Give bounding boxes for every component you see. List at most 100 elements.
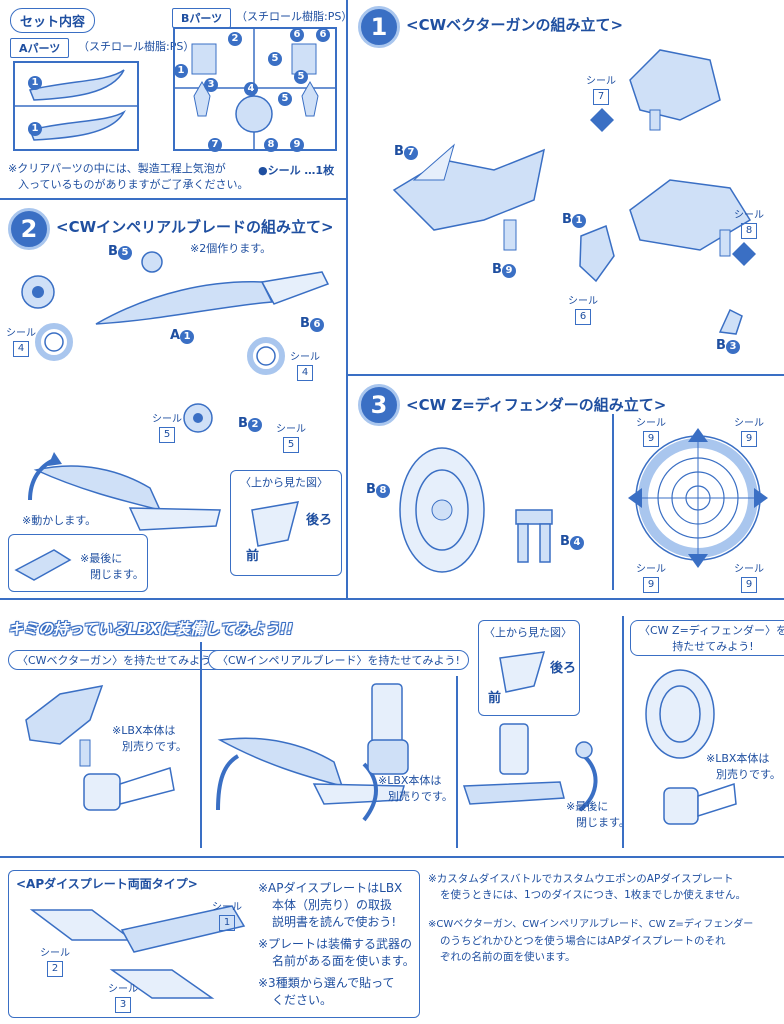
equip-defender-pill: 〈CW Z=ディフェンダー〉を 持たせてみよう!	[630, 620, 784, 656]
step1-part-b3-illustration	[718, 308, 743, 335]
step3-number: 3	[358, 384, 400, 426]
step3-shield-front-illustration	[628, 428, 768, 568]
step1-label-b1-text: B	[562, 212, 572, 227]
step3-part-b4-illustration	[515, 509, 553, 563]
equip-defender-pill-line1: 〈CW Z=ディフェンダー〉を	[639, 624, 784, 637]
b-runner-number-3: 3	[204, 78, 218, 92]
step2-seal-5-left-num: 5	[159, 427, 175, 443]
a-runner-number-1: 1	[28, 76, 42, 90]
step2-seal-4-left-label: シール	[6, 328, 36, 339]
step3-inner-divider	[612, 414, 614, 590]
ap-note3-line2: ください。	[272, 993, 333, 1007]
step3-seal-9-bl-label: シール	[636, 564, 666, 575]
ap-right-note1-line1: ※カスタムダイスバトルでカスタムウエポンのAPダイスプレート	[428, 873, 734, 885]
equip-divider-2	[456, 676, 458, 848]
step2-seal-5-right: シール 5	[276, 420, 306, 453]
ap-note3-line1: ※3種類から選んで貼って	[258, 976, 395, 990]
equip-top-view-illustration	[499, 651, 546, 693]
step2-moves-note: ※動かします。	[22, 514, 97, 527]
step3-label-b4-text: B	[560, 534, 570, 549]
step2-label-b5-num: 5	[117, 246, 132, 260]
equip-blade-sold-line2: 別売りです。	[388, 790, 453, 803]
ap-right-note2-line2: のうちどれかひとつを使う場合にはAPダイスプレートのそれ	[440, 935, 726, 947]
equip-vector-pill: 〈CWベクターガン〉を持たせてみよう!	[8, 650, 225, 670]
step1-assembled-gun-illustration	[629, 49, 721, 131]
equip-close-last-line2: 閉じます。	[576, 816, 630, 829]
step2-close-illustration	[14, 549, 72, 581]
step1-label-b9-num: 9	[501, 264, 516, 278]
equip-divider-1	[200, 642, 202, 848]
step3-label-b8-num: 8	[375, 484, 390, 498]
b-runner-number-5b: 5	[294, 70, 308, 84]
equip-vector-hand-illustration	[83, 767, 175, 811]
step1-label-b9-text: B	[492, 262, 502, 277]
step2-make-two: ※2個作ります。	[190, 242, 272, 255]
step2-label-b2-num: 2	[247, 418, 262, 432]
ap-seal-2-num: 2	[47, 961, 63, 977]
equip-defender-hand-illustration	[663, 782, 737, 825]
step3-seal-9-bl: シール 9	[636, 560, 666, 593]
ap-right-note2-line3: ぞれの名前の面を使います。	[440, 951, 576, 963]
step3-seal-9-tr-label: シール	[734, 418, 764, 429]
ap-seal-1-num: 1	[219, 915, 235, 931]
step2-blade-illustration	[95, 271, 330, 325]
equip-blade-pill: 〈CWインペリアルブレード〉を持たせてみよう!	[208, 650, 469, 670]
step3-seal-9-tr-num: 9	[741, 431, 757, 447]
b-runner-number-9: 9	[290, 138, 304, 152]
step2-label-b6-text: B	[300, 316, 310, 331]
step2-label-b6-num: 6	[309, 318, 324, 332]
step2-seal-5-right-label: シール	[276, 424, 306, 435]
step2-label-b2-text: B	[238, 416, 248, 431]
equip-front-label: 前	[488, 691, 502, 706]
step1-seal8-diamond	[732, 242, 756, 266]
step2-top-view-title: 〈上から見た図〉	[240, 476, 328, 489]
step2-seal-4-right-num: 4	[297, 365, 313, 381]
ap-note2-line1: ※プレートは装備する武器の	[258, 937, 413, 951]
b-runner-number-5: 5	[268, 52, 282, 66]
step1-main-assembly-illustration	[629, 179, 752, 257]
step1-label-b7-num: 7	[403, 146, 418, 160]
b-runner-number-6: 6	[290, 28, 304, 42]
equip-back-label: 後ろ	[550, 661, 577, 676]
ap-note2-line2: 名前がある面を使います。	[272, 954, 415, 968]
step1-vector-gun-illustration	[392, 143, 546, 251]
ap-seal-3-label: シール	[108, 984, 138, 995]
step1-seal-7-label: シール	[586, 76, 616, 87]
step2-back-label: 後ろ	[306, 513, 333, 528]
divider-vertical-top	[346, 0, 348, 598]
step3-seal-9-bl-num: 9	[643, 577, 659, 593]
step2-top-view-illustration	[251, 501, 300, 547]
step1-seal-8-num: 8	[741, 223, 757, 239]
step1-label-b7-text: B	[394, 144, 404, 159]
clear-parts-note-line2: 入っているものがありますがご了承ください。	[18, 178, 249, 191]
b-parts-label: Bパーツ	[172, 8, 232, 28]
step2-part-b5-illustration	[141, 251, 163, 273]
step2-seal-ring-left	[35, 323, 73, 361]
step2-label-b5-text: B	[108, 244, 118, 259]
equip-divider-3	[622, 616, 624, 848]
divider-equip-ap	[0, 856, 784, 858]
ap-note1-line2: 本体（別売り）の取扱	[272, 898, 393, 912]
equip-blade-sold-line1: ※LBX本体は	[378, 774, 442, 787]
step2-seal-5-right-num: 5	[283, 437, 299, 453]
b-runner-number-1: 1	[174, 64, 188, 78]
b-runner-number-8: 8	[264, 138, 278, 152]
step3-shield-parts-illustration	[399, 447, 485, 573]
step1-seal7-diamond	[590, 108, 614, 132]
set-contents-title: セット内容	[10, 8, 96, 33]
divider-set-step2	[0, 198, 346, 200]
ap-plate-box	[8, 870, 420, 1018]
divider-top-equip	[0, 598, 784, 600]
step2-hub-left-illustration	[21, 275, 55, 309]
a-runner-illustration	[13, 61, 139, 151]
